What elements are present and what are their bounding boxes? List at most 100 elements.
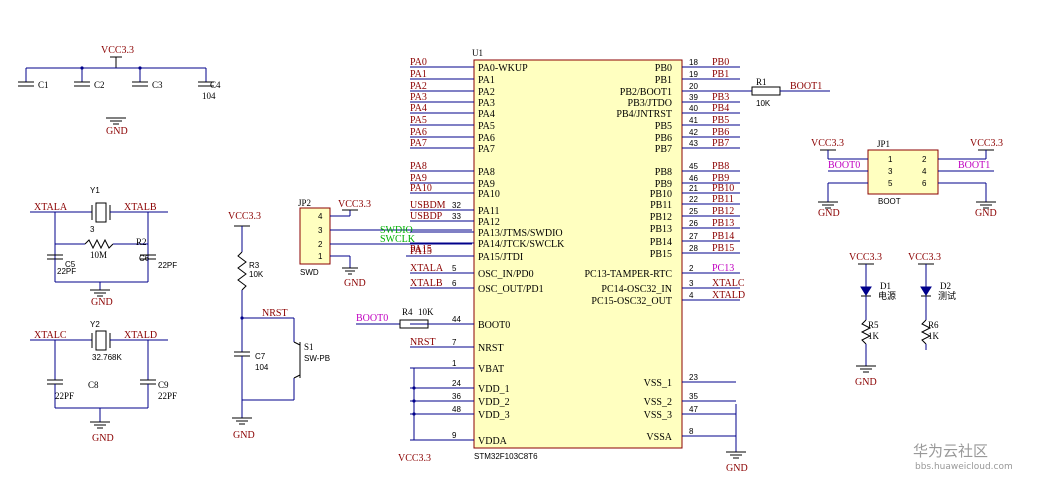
mcu-right-pin-number: 21 — [689, 184, 698, 193]
gnd-label-jp1-right: GND — [975, 208, 997, 219]
mcu-left-net-label: PA6 — [410, 127, 427, 138]
mcu-left-pin-name: VDDA — [478, 436, 508, 447]
mcu-right-pin-number: 40 — [689, 104, 698, 113]
mcu-left-pin-name: PA12 — [478, 217, 500, 228]
mcu-right-pin-name: PB7 — [655, 144, 672, 155]
mcu-right-pin-name: PB14 — [650, 237, 672, 248]
r3-ref: R3 — [249, 261, 260, 270]
c6-ref: C6 — [139, 254, 150, 263]
r5-ref: R5 — [868, 320, 879, 330]
c8-value: 22PF — [55, 391, 74, 401]
mcu-right-pin-name: VSSA — [646, 432, 672, 443]
led-indicators: VCC3.3 D1 电源 R5 1K GND VCC3.3 D2 测试 R6 1… — [849, 252, 956, 388]
mcu-right-pin-name: PC13-TAMPER-RTC — [585, 269, 673, 280]
watermark-url: bbs.huaweicloud.com — [915, 462, 1013, 472]
mcu-left-net-label: PA8 — [410, 161, 427, 172]
mcu-left-pin-name: PA0-WKUP — [478, 63, 528, 74]
gnd-label-u1: GND — [726, 463, 748, 474]
mcu-left-pin-number: 32 — [452, 201, 461, 210]
mcu-left-net-label: PA3 — [410, 92, 427, 103]
mcu-right-pin-number: 43 — [689, 139, 698, 148]
mcu-right-pin-number: 2 — [689, 264, 694, 273]
c3-ref: C3 — [152, 80, 163, 90]
r3-value: 10K — [249, 270, 264, 279]
mcu-left-pin-name: VDD_2 — [478, 397, 510, 408]
mcu-left-net-label: PA15 — [410, 246, 432, 257]
jp2-ref: JP2 — [298, 198, 311, 208]
boot0-net-label-left: BOOT0 — [356, 313, 388, 324]
mcu-right-pin-number: 22 — [689, 195, 698, 204]
mcu-left-pin-name: PA11 — [478, 206, 500, 217]
s1-value: SW-PB — [304, 354, 330, 363]
mcu-right-pin-number: 47 — [689, 405, 698, 414]
mcu-right-pin-name: PB2/BOOT1 — [620, 87, 672, 98]
mcu-right-net-label: PB5 — [712, 115, 729, 126]
y1-value: 3 — [90, 225, 95, 234]
mcu-left-pin-number: 24 — [452, 379, 461, 388]
vcc-label-jp2: VCC3.3 — [338, 199, 371, 210]
vcc-label-decoupling: VCC3.3 — [101, 45, 134, 56]
mcu-right-pin-name: PB15 — [650, 249, 672, 260]
jp1-pin-5: 5 — [888, 179, 893, 188]
mcu-right-pin-number: 27 — [689, 232, 698, 241]
mcu-right-pin-name: PC15-OSC32_OUT — [591, 296, 672, 307]
mcu-right-pin-name: PB1 — [655, 75, 672, 86]
c9-ref: C9 — [158, 380, 169, 390]
gnd-label-y2: GND — [92, 433, 114, 444]
mcu-left-pin-number: 33 — [452, 212, 461, 221]
mcu-right-net-label: PB4 — [712, 103, 729, 114]
mcu-right-pin-name: PB9 — [655, 179, 672, 190]
c5-value: 22PF — [57, 267, 76, 276]
mcu-right-pin-number: 41 — [689, 116, 698, 125]
mcu-right-net-label: PC13 — [712, 263, 734, 274]
r1-value: 10K — [756, 99, 771, 108]
mcu-right-pin-number: 20 — [689, 82, 698, 91]
crystal-y1-circuit: XTALA XTALB Y1 3 10M R2 C5 22PF C6 22PF … — [30, 186, 177, 308]
mcu-right-net-label: PB14 — [712, 231, 734, 242]
mcu-left-pin-name: PA4 — [478, 109, 495, 120]
crystal-y2-circuit: XTALC XTALD Y2 32.768K C8 22PF C9 22PF G… — [30, 320, 177, 444]
mcu-right-pin-name: PB5 — [655, 121, 672, 132]
mcu-left-net-label: PA7 — [410, 138, 427, 149]
jp2-pin-4: 4 — [318, 212, 323, 221]
reset-circuit: VCC3.3 R3 10K NRST C7 104 S1 SW-PB GND — [228, 211, 330, 441]
mcu-right-net-label: PB10 — [712, 183, 734, 194]
mcu-right-net-label: PB13 — [712, 218, 734, 229]
y2-value: 32.768K — [92, 353, 122, 362]
jp1-pin-3: 3 — [888, 167, 893, 176]
r1-ref: R1 — [756, 77, 767, 87]
mcu-left-pins: PA0PA0-WKUPPA1PA1PA2PA2PA3PA3PA4PA4PA5PA… — [410, 57, 565, 447]
mcu-right-pin-number: 23 — [689, 373, 698, 382]
mcu-left-net-label: XTALA — [410, 263, 444, 274]
mcu-right-pin-number: 8 — [689, 427, 694, 436]
s1-ref: S1 — [304, 342, 314, 352]
decoupling-capacitors: VCC3.3 C1 C2 C3 C4 104 GND — [18, 45, 221, 137]
r4-value: 10K — [418, 307, 434, 317]
watermark-brand: 华为云社区 — [913, 442, 988, 460]
c4-value: 104 — [202, 91, 216, 101]
c8-ref: C8 — [88, 380, 99, 390]
vcc-label-u1-bottom: VCC3.3 — [398, 453, 431, 464]
jp1-pin-6: 6 — [922, 179, 927, 188]
mcu-right-pin-number: 18 — [689, 58, 698, 67]
